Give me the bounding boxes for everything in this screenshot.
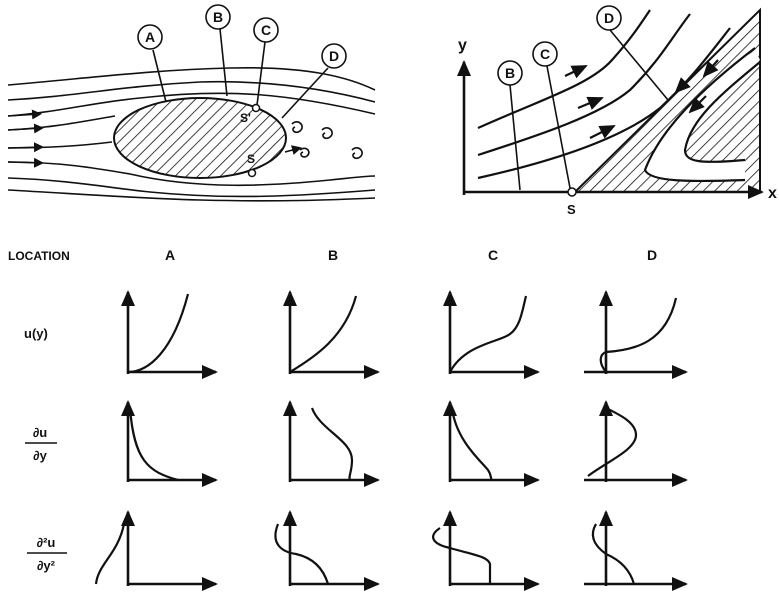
du-profile-a-curve	[130, 408, 178, 480]
u-profile-b-curve	[290, 296, 356, 372]
corner-flow-diagram: y x S B C D	[458, 6, 777, 217]
corner-label-s: S	[567, 202, 576, 217]
location-header: LOCATION	[8, 249, 70, 263]
column-a-header: A	[165, 247, 175, 263]
du-profile-c-curve	[452, 408, 492, 480]
corner-x-label: x	[768, 185, 777, 202]
row-label-u: u(y)	[24, 326, 48, 341]
flow-over-body-diagram: S' S A B C D	[8, 5, 375, 201]
u-profile-c-curve	[450, 296, 526, 372]
corner-y-label: y	[458, 37, 467, 54]
label-s: S	[247, 152, 255, 166]
row-label-du-num: ∂u	[33, 425, 47, 440]
station-d-label: D	[329, 48, 339, 64]
column-d-header: D	[647, 247, 657, 263]
d2u-profile-b-curve	[275, 524, 328, 584]
corner-station-d-label: D	[604, 10, 614, 26]
d2u-profile-d-curve	[593, 524, 634, 584]
row-label-du-den: ∂y	[33, 448, 47, 463]
column-c-header: C	[488, 247, 498, 263]
d2u-profile-a-curve	[96, 524, 124, 584]
column-b-header: B	[328, 247, 338, 263]
row-label-d2u-num: ∂²u	[37, 535, 56, 550]
elliptical-body	[114, 98, 286, 178]
du-profile-b-curve	[312, 408, 352, 480]
wake-eddies	[292, 122, 362, 158]
station-c-label: C	[261, 22, 271, 38]
separation-point-s-prime	[253, 105, 260, 112]
du-profile-d-curve	[588, 408, 636, 476]
station-a-label: A	[145, 29, 155, 45]
d2u-profile-c-curve	[433, 528, 490, 584]
u-profile-a-curve	[128, 294, 188, 372]
profile-grid	[96, 292, 686, 586]
row-label-d2u-den: ∂y²	[37, 558, 56, 573]
corner-station-b-label: B	[505, 65, 515, 81]
corner-point-s	[568, 188, 576, 196]
u-profile-d-curve	[601, 298, 676, 372]
corner-station-c-label: C	[540, 46, 550, 62]
station-b-label: B	[213, 9, 223, 25]
separation-point-s	[249, 170, 256, 177]
label-s-prime: S'	[240, 111, 251, 125]
